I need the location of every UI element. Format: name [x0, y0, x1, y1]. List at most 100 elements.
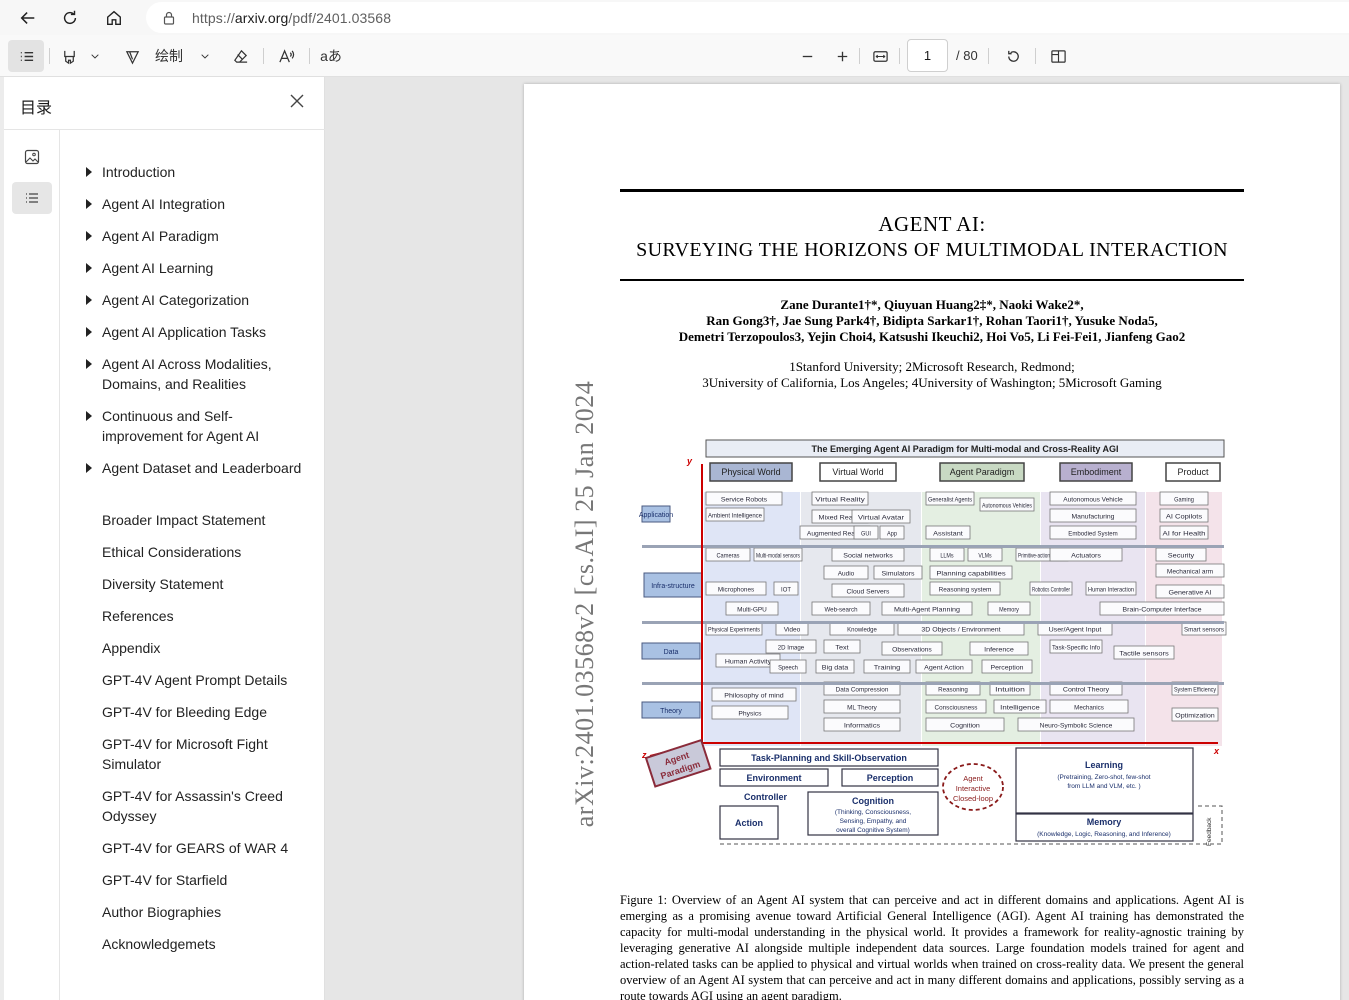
- x-axis-label: x: [1213, 746, 1220, 756]
- figure-box-label: Brain-Computer Interface: [1122, 607, 1202, 614]
- figure-box: [979, 497, 1035, 512]
- column-header-box: [1059, 462, 1133, 482]
- expand-caret-icon[interactable]: [86, 359, 92, 369]
- figure-box: [881, 641, 943, 656]
- document-viewer[interactable]: AGENT AI: SURVEYING THE HORIZONS OF MULT…: [325, 77, 1349, 1000]
- figure-box-label: LLMs: [940, 553, 953, 560]
- fit-width-button[interactable]: [868, 40, 892, 72]
- expand-caret-icon[interactable]: [86, 327, 92, 337]
- toolbar-divider: [899, 48, 900, 64]
- figure-box-label: Audio: [838, 571, 855, 578]
- rotate-icon: [1007, 50, 1019, 62]
- minus-icon: [802, 55, 812, 57]
- sidebar-title: 目录: [20, 100, 53, 117]
- figure-box: [1029, 581, 1073, 596]
- figure-box: [1085, 581, 1137, 596]
- highlight-button[interactable]: [58, 40, 80, 72]
- row-divider: [642, 682, 1224, 685]
- translate-button[interactable]: aあ: [318, 40, 344, 72]
- cognition-detail: overall Cognitive System): [836, 827, 910, 834]
- draw-label: 绘制: [155, 48, 183, 64]
- figure-box-label: Microphones: [718, 587, 754, 594]
- pen-icon: [125, 50, 140, 64]
- learning-detail: (Pretraining, Zero-shot, few-shot: [1057, 774, 1150, 781]
- erase-button[interactable]: [228, 40, 252, 72]
- figure-box-label: Philosophy of mind: [724, 693, 784, 700]
- expand-caret-icon[interactable]: [86, 295, 92, 305]
- expand-caret-icon[interactable]: [86, 411, 92, 421]
- image-icon: [24, 149, 40, 165]
- cognition-label: Cognition: [852, 796, 894, 806]
- address-bar[interactable]: https://arxiv.org/pdf/2401.03568: [146, 2, 1349, 33]
- toc-item-label: Ethical Considerations: [102, 544, 242, 560]
- row-header: Theory: [660, 708, 682, 715]
- zoom-in-button[interactable]: [831, 40, 853, 72]
- expand-caret-icon[interactable]: [86, 263, 92, 273]
- home-button[interactable]: [98, 2, 130, 34]
- affiliations: 1Stanford University; 2Microsoft Researc…: [620, 359, 1244, 391]
- perception-label: Perception: [867, 773, 914, 783]
- draw-dropdown[interactable]: [196, 40, 214, 72]
- toc-item-label: Agent AI Paradigm: [102, 228, 219, 244]
- chevron-down-icon: [91, 54, 99, 59]
- pdf-toolbar: 绘制 aあ 1 / 80: [0, 35, 1349, 77]
- figure-box: [1155, 584, 1225, 599]
- expand-caret-icon[interactable]: [86, 463, 92, 473]
- figure-box: [1049, 508, 1137, 523]
- overview-figure: The Emerging Agent AI Paradigm for Multi…: [639, 439, 1227, 846]
- figure-box-label: Cloud Servers: [847, 589, 890, 596]
- rotate-button[interactable]: [1001, 40, 1025, 72]
- figure-box-label: IOT: [781, 587, 791, 594]
- expand-caret-icon[interactable]: [86, 231, 92, 241]
- translate-label: aあ: [320, 48, 342, 64]
- page-number-input[interactable]: 1: [907, 39, 948, 72]
- expand-caret-icon[interactable]: [86, 167, 92, 177]
- outline-tab[interactable]: [12, 182, 52, 214]
- figure-box: [925, 491, 975, 506]
- list-icon: [26, 193, 38, 203]
- refresh-button[interactable]: [54, 2, 86, 34]
- column-header: Physical World: [721, 467, 780, 477]
- read-aloud-button[interactable]: [274, 40, 298, 72]
- figure-box-label: Mixed Reality: [819, 515, 863, 522]
- figure-box-label: Autonomous Vehicles: [982, 503, 1032, 510]
- y-axis-label: y: [686, 456, 693, 466]
- figure-box-label: Social networks: [843, 553, 893, 560]
- task-planning-label: Task-Planning and Skill-Observation: [751, 753, 907, 763]
- highlight-dropdown[interactable]: [86, 40, 104, 72]
- figure-box-label: Intelligence: [1000, 705, 1040, 712]
- environment-label: Environment: [746, 773, 801, 783]
- figure-box: [765, 639, 817, 654]
- toc-item-label: GPT-4V for Microsoft Fight Simulator: [102, 736, 268, 772]
- row-divider: [642, 621, 1224, 624]
- row-divider: [642, 545, 1224, 548]
- figure-box-label: Robotics Controller: [1032, 587, 1071, 594]
- figure-box: [705, 507, 765, 522]
- figure-box: [823, 717, 901, 732]
- back-button[interactable]: [12, 2, 44, 34]
- figure-box: [1159, 491, 1209, 506]
- expand-caret-icon[interactable]: [86, 199, 92, 209]
- figure-box-label: Actuators: [1071, 553, 1101, 560]
- toc-toggle-button[interactable]: [8, 40, 44, 72]
- cognition-detail: (Thinking, Consciousness,: [835, 809, 911, 816]
- figure-box: [773, 581, 799, 596]
- thumbnails-tab[interactable]: [12, 141, 52, 173]
- row-header: Data: [664, 649, 679, 656]
- figure-caption: Figure 1: Overview of an Agent AI system…: [620, 893, 1244, 1000]
- figure-box-label: Virtual Avatar: [858, 515, 905, 522]
- toc-item-label: Agent AI Learning: [102, 260, 214, 276]
- column-physical-bg: [704, 492, 800, 746]
- action-box: [719, 805, 779, 840]
- figure-box-label: Optimization: [1175, 713, 1215, 720]
- feedback-path: [720, 805, 1223, 845]
- row-header-box: [641, 505, 671, 523]
- page-view-button[interactable]: [1046, 40, 1070, 72]
- close-sidebar-button[interactable]: [288, 92, 306, 110]
- figure-title: The Emerging Agent AI Paradigm for Multi…: [811, 444, 1118, 454]
- toc-item-label: Acknowledgemets: [102, 936, 216, 952]
- figure-box-label: Physics: [738, 711, 761, 718]
- draw-button[interactable]: 绘制: [124, 40, 194, 72]
- column-header-box: [709, 462, 793, 482]
- zoom-out-button[interactable]: [796, 40, 818, 72]
